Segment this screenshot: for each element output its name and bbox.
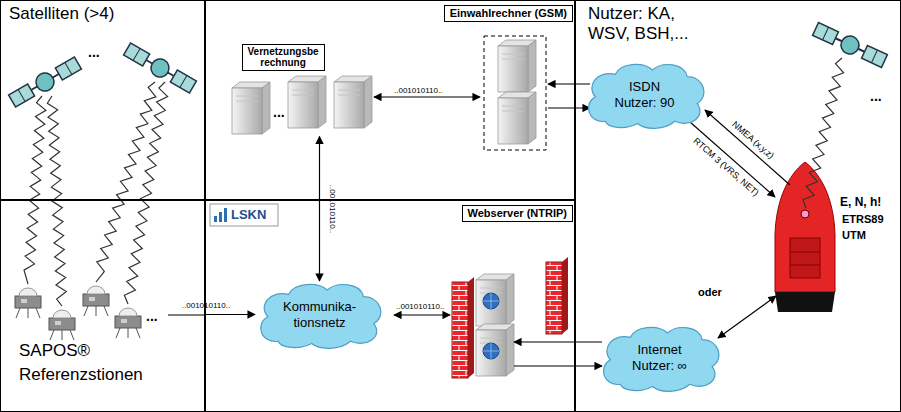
data-arrow [394,314,450,315]
reference-frame-label: ETRS89 [842,213,884,226]
server-group: Vernetzungsbe rechnung [228,42,378,137]
data-arrow [548,107,590,108]
panel: SAPOS® Referenzstionen [0,200,205,412]
data-arrow [514,365,602,366]
signal-wave [47,96,66,306]
panel-heading: Webserver (NTRIP) [462,205,573,222]
panel: Einwahlrechner (GSM) Vernetzungsbe rechnu… [205,0,575,200]
data-arrow [690,122,775,197]
dialin-server-group [484,36,546,150]
network-cloud: Kommunika- tionsnetz [255,281,384,348]
logo-text: LSKN [231,208,266,223]
cloud-label: ISDN Nutzer: 90 [611,79,679,110]
webserver-symbol [476,274,514,376]
alternative-label: oder [698,286,722,299]
service-name: SAPOS® [19,341,204,361]
ship-symbol [775,162,835,312]
network-cloud: Internet Nutzer: ∞ [598,324,722,391]
data-arrow [705,110,790,185]
signal-wave [24,96,46,284]
network-cloud: ISDN Nutzer: 90 [583,61,707,128]
bitstream-label: ..001010110.. [394,86,442,95]
ellipsis: ... [146,308,158,324]
projection-label: UTM [842,229,866,242]
panel-title: Referenzstionen [19,365,204,385]
signal-wave [803,58,844,208]
panel: Webserver (NTRIP) Kommunika- tionsnetz [205,200,575,412]
panel: Satelliten (>4) [0,0,205,200]
signal-waves [803,58,844,208]
ellipsis: ... [273,104,285,120]
reference-station-symbol [15,286,141,340]
antenna [801,210,809,218]
data-connector [205,314,255,315]
server-symbol [232,40,536,144]
data-arrow [548,83,590,84]
firewall-symbol [452,257,568,378]
bitstream-label: ..001010110.. [396,302,444,311]
data-line [168,314,205,315]
data-arrow [374,96,480,97]
cloud-label: Kommunika- tionsnetz [283,299,356,330]
panel-title: Nutzer: KA, WSV, BSH,... [588,4,718,44]
coordinate-label: E, N, h! [840,196,881,210]
ellipsis: ... [870,88,882,104]
signal-waves [24,82,168,306]
logo [210,204,278,226]
server-label: Vernetzungsbe rechnung [242,44,325,72]
data-arrow [514,341,602,342]
protocol-label: NMEA (x,y,z) [730,119,776,161]
satellite-symbol [8,21,889,109]
signal-wave [124,82,167,304]
data-connector [319,137,320,282]
bitstream-label: ..001010110.. [182,301,230,310]
signal-wave [96,82,156,282]
data-arrow [718,296,776,338]
panel-title: Satelliten (>4) [9,4,204,24]
cloud-label: Internet Nutzer: ∞ [626,342,694,373]
panel-heading: Einwahlrechner (GSM) [444,5,573,22]
bitstream-label: ..001010110.. [327,185,336,233]
ellipsis: ... [88,44,100,60]
